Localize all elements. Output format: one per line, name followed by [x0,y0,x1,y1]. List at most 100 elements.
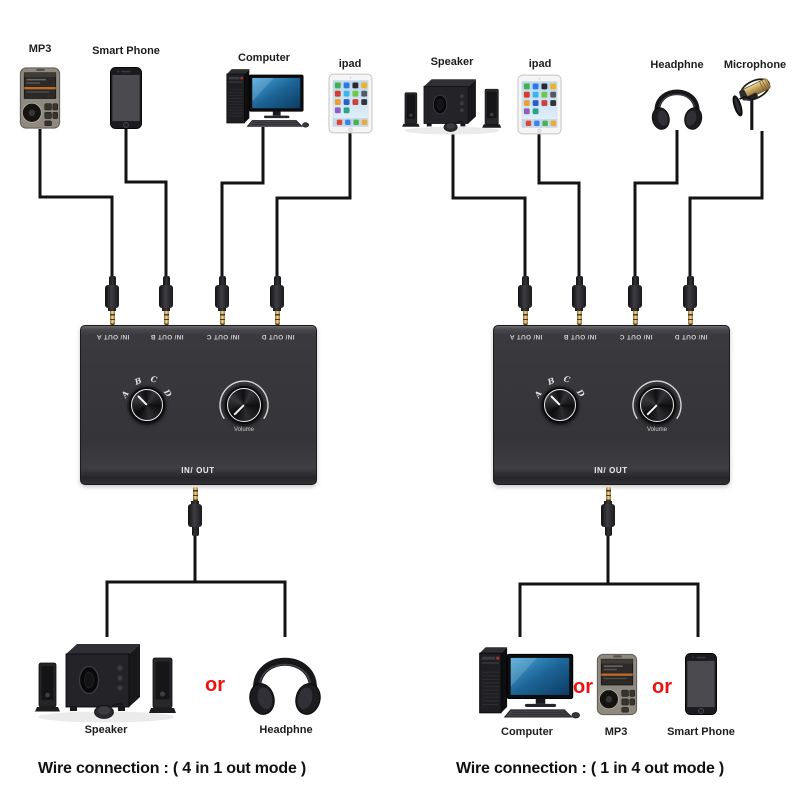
plug-strain-relief [575,276,583,285]
device-label-mp3: MP3 [604,726,628,738]
plug-body [683,285,697,308]
plug-strain-relief [521,276,529,285]
audio-jack-plug-b-left [159,276,173,325]
plug-strain-relief [191,527,199,536]
plug-neck [575,308,583,311]
selector-letter-d: D [574,387,588,399]
device-label-speaker: Speaker [84,724,128,736]
plug-strain-relief [273,276,281,285]
wire-computer-to-jack-c [220,127,265,276]
jack-label-d: IN/ OUT D [261,333,295,340]
speaker-system-icon [32,640,180,724]
tablet-icon [328,73,373,134]
device-label-smartphone: Smart Phone [667,726,735,738]
plug-neck [521,308,529,311]
plug-neck [686,308,694,311]
channel-selector-knob [129,387,165,423]
plug-body [518,285,532,308]
mp3-player-icon [596,653,638,716]
jack-label-c: IN/ OUT C [206,333,240,340]
plug-strain-relief [604,527,612,536]
io-label: IN/ OUT [181,466,215,475]
plug-body [215,285,229,308]
selector-letter-c: C [149,373,159,385]
wire-speaker-to-jack-a [451,134,527,276]
audio-switcher-box-right: IN/ OUT A IN/ OUT B IN/ OUT C IN/ OUT D … [493,325,730,485]
desktop-computer-icon [470,646,580,720]
plug-neck [273,308,281,311]
volume-label: Volume [233,427,255,433]
plug-body [188,504,202,527]
device-label-headphone: Headphne [259,724,313,736]
jack-label-a: IN/ OUT A [509,333,543,340]
jack-label-b: IN/ OUT B [150,333,184,340]
plug-gold-tip [163,311,169,325]
plug-gold-tip [192,487,198,501]
plug-gold-tip [274,311,280,325]
plug-strain-relief [686,276,694,285]
plug-strain-relief [162,276,170,285]
plug-body [270,285,284,308]
volume-scale-arc [632,380,682,420]
plug-gold-tip [632,311,638,325]
plug-neck [604,501,612,504]
wire-smartphone-to-jack-b [124,129,168,276]
selector-knob-face [544,389,576,421]
wire-microphone-to-jack-d [688,131,764,276]
device-label-computer: Computer [238,52,290,64]
volume-scale-arc [219,380,269,420]
volume-knob [225,386,263,424]
plug-gold-tip [576,311,582,325]
caption-4-in-1-out: Wire connection : ( 4 in 1 out mode ) [38,760,307,777]
device-label-speaker: Speaker [430,56,474,68]
wire-ipad-to-jack-d [275,133,352,276]
jack-label-b: IN/ OUT B [563,333,597,340]
device-label-ipad: ipad [338,58,362,70]
volume-knob [638,386,676,424]
plug-gold-tip [687,311,693,325]
plug-body [572,285,586,308]
volume-label: Volume [646,427,668,433]
plug-gold-tip [109,311,115,325]
headphones-icon [245,640,325,718]
device-label-microphone: Microphone [723,59,787,71]
plug-neck [191,501,199,504]
wire-ipad2-to-jack-b [537,134,581,276]
plug-neck [631,308,639,311]
device-label-smartphone: Smart Phone [92,45,160,57]
jack-label-d: IN/ OUT D [674,333,708,340]
plug-gold-tip [522,311,528,325]
selector-letter-b: B [545,375,557,387]
io-label: IN/ OUT [594,466,628,475]
device-label-headphone: Headphne [650,59,704,71]
audio-jack-plug-c-right [628,276,642,325]
output-jack-plug-right [601,487,615,536]
wire-mp3-to-jack-a [38,129,114,276]
plug-body [601,504,615,527]
plug-strain-relief [218,276,226,285]
plug-strain-relief [631,276,639,285]
smartphone-icon [109,66,143,130]
smartphone-icon [684,652,718,716]
device-label-ipad2: ipad [528,58,552,70]
audio-jack-plug-b-right [572,276,586,325]
audio-jack-plug-d-right [683,276,697,325]
plug-body [159,285,173,308]
tablet-icon [517,74,562,135]
plug-neck [162,308,170,311]
audio-switcher-box-left: IN/ OUT A IN/ OUT B IN/ OUT C IN/ OUT D … [80,325,317,485]
wire-right-output-split [518,536,700,637]
device-label-computer: Computer [501,726,553,738]
wire-headphone-to-jack-c [633,130,679,276]
headphones-icon [648,77,706,132]
selector-letter-c: C [562,373,572,385]
audio-jack-plug-d-left [270,276,284,325]
selector-letter-d: D [161,387,175,399]
output-jack-plug-left [188,487,202,536]
or-label: or [205,674,225,696]
plug-strain-relief [108,276,116,285]
plug-gold-tip [605,487,611,501]
selector-letter-b: B [132,375,144,387]
selector-knob-face [131,389,163,421]
